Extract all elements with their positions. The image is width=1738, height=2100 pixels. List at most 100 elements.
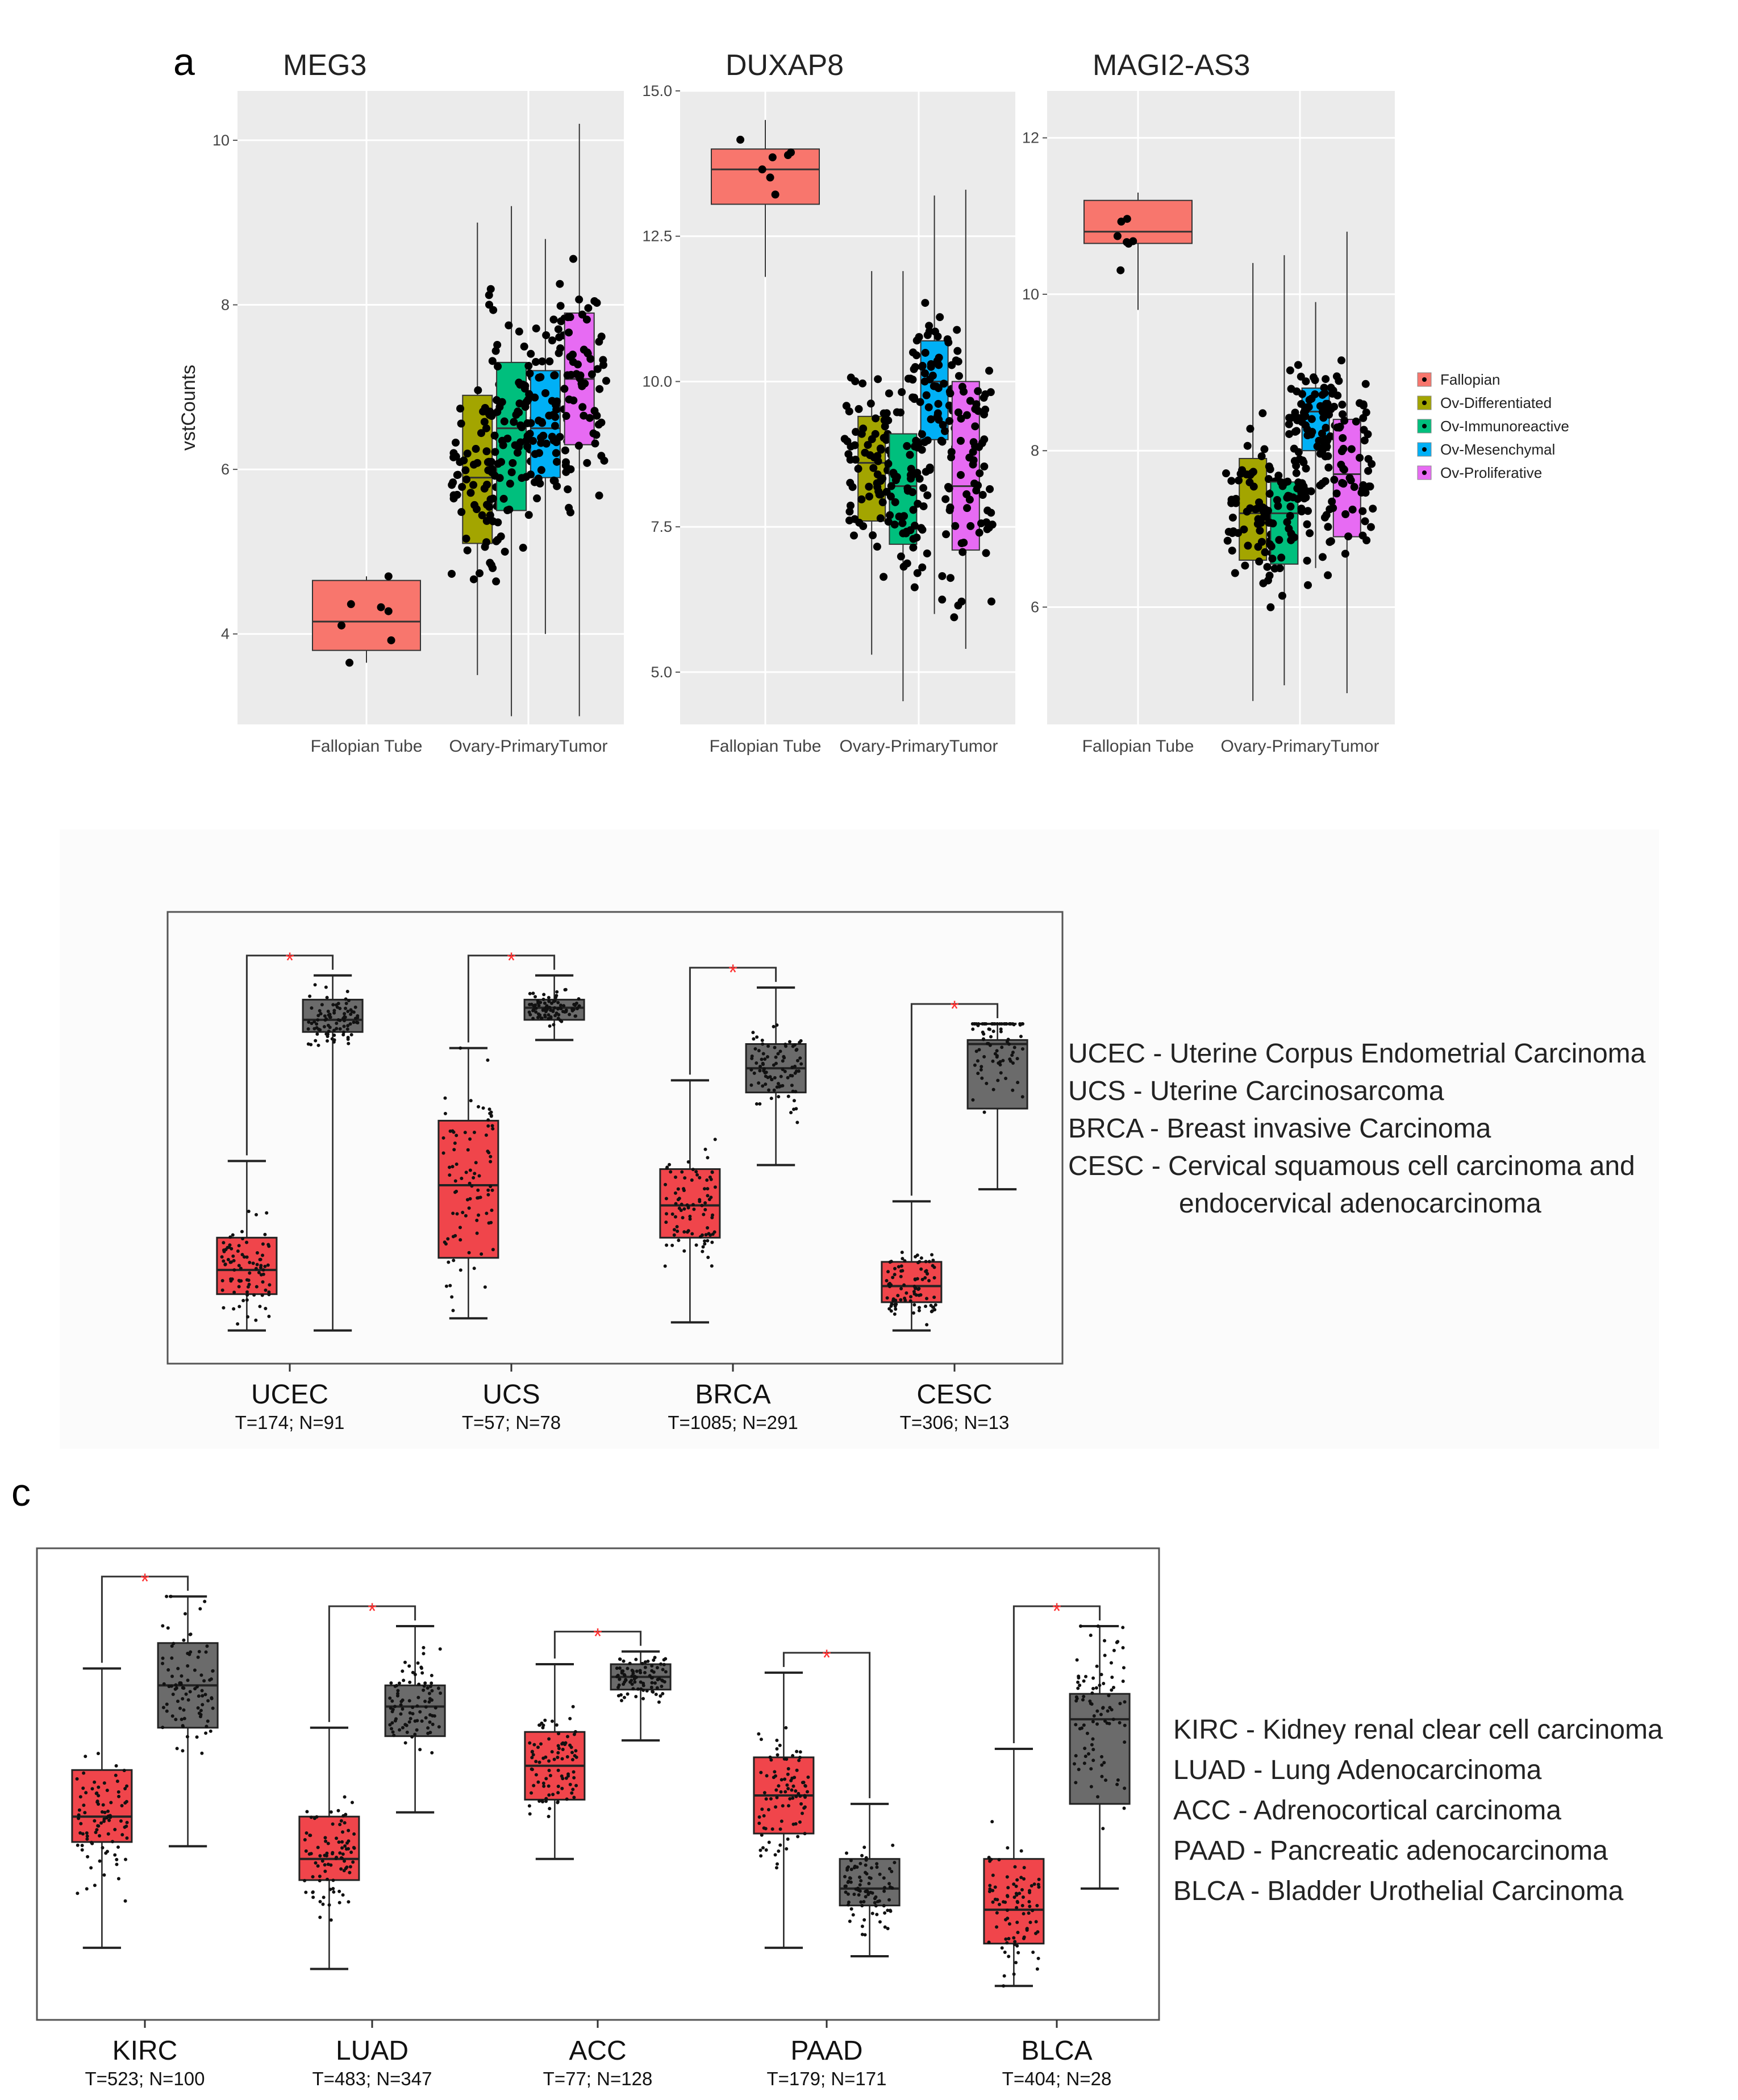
data-point (424, 1716, 428, 1720)
data-point (199, 1709, 203, 1713)
data-point (341, 1814, 345, 1818)
data-point (664, 1182, 668, 1186)
data-point (1006, 1916, 1010, 1920)
data-point (1341, 549, 1349, 558)
sample-counts: T=174; N=91 (235, 1412, 345, 1433)
data-point (377, 603, 385, 611)
data-point (1110, 1676, 1114, 1680)
data-point (777, 1849, 781, 1853)
data-point (906, 374, 915, 383)
data-point (556, 1768, 560, 1772)
data-point (781, 1068, 785, 1072)
data-point (186, 1678, 190, 1682)
data-point (1007, 1955, 1011, 1959)
data-point (1022, 1935, 1026, 1939)
data-point (1003, 1951, 1007, 1955)
data-point (1339, 444, 1348, 453)
data-point (650, 1681, 654, 1685)
data-point (890, 520, 899, 529)
data-point (99, 1821, 103, 1825)
panel-c-frame (36, 1547, 1160, 2021)
data-point (1080, 1726, 1084, 1730)
data-point (980, 463, 989, 471)
data-point (860, 1853, 864, 1857)
data-point (197, 1649, 201, 1653)
data-point (628, 1661, 632, 1665)
data-point (120, 1804, 124, 1808)
data-point (1030, 1884, 1033, 1888)
data-point (1278, 591, 1286, 600)
data-point (263, 1232, 267, 1236)
data-point (226, 1257, 230, 1261)
data-point (919, 484, 928, 492)
data-point (166, 1626, 170, 1630)
data-point (536, 1001, 540, 1005)
data-point (682, 1249, 686, 1253)
data-point (1332, 489, 1341, 498)
data-point (958, 548, 967, 556)
data-point (457, 419, 465, 428)
data-point (556, 1756, 560, 1760)
data-point (760, 1807, 764, 1811)
data-point (1302, 377, 1310, 386)
data-point (988, 1043, 992, 1047)
data-point (909, 543, 918, 552)
data-point (707, 1232, 711, 1236)
data-point (531, 1016, 535, 1020)
data-point (258, 1257, 262, 1261)
data-point (1078, 1684, 1082, 1688)
data-point (775, 1023, 779, 1027)
data-point (307, 1020, 311, 1024)
data-point (905, 1291, 908, 1295)
data-point (242, 1255, 246, 1259)
data-point (560, 1742, 564, 1746)
data-point (232, 1268, 236, 1272)
data-point (798, 1750, 802, 1754)
data-point (347, 1041, 351, 1045)
data-point (1118, 1721, 1122, 1725)
data-point (755, 1061, 758, 1065)
data-point (957, 597, 966, 606)
data-point (785, 1847, 789, 1851)
data-point (1020, 1888, 1024, 1892)
data-point (703, 1147, 707, 1151)
data-point (571, 1705, 575, 1709)
data-point (1283, 493, 1291, 502)
data-point (906, 451, 914, 459)
data-point (602, 377, 610, 385)
data-point (772, 1088, 776, 1092)
data-point (576, 1007, 580, 1011)
data-point (527, 1804, 531, 1808)
data-point (982, 1055, 986, 1059)
data-point (239, 1279, 243, 1283)
data-point (245, 1298, 249, 1302)
data-point (639, 1687, 643, 1691)
x-tick-label: PAAD (790, 2036, 862, 2066)
data-point (516, 438, 525, 447)
data-point (426, 1726, 430, 1730)
data-point (758, 1064, 762, 1068)
data-point (394, 1717, 398, 1721)
data-point (670, 1212, 674, 1216)
data-point (971, 1098, 975, 1102)
data-point (1019, 1849, 1023, 1853)
data-point (572, 1732, 576, 1736)
data-point (1101, 1706, 1105, 1710)
data-point (483, 1285, 487, 1289)
data-point (328, 1013, 332, 1016)
data-point (465, 1198, 469, 1202)
data-point (670, 1243, 674, 1247)
data-point (318, 1854, 322, 1858)
data-point (476, 569, 484, 577)
data-point (795, 1048, 799, 1052)
data-point (874, 1904, 878, 1908)
data-point (518, 423, 526, 431)
data-point (305, 1831, 309, 1835)
data-point (1096, 1795, 1100, 1799)
data-point (255, 1285, 259, 1289)
data-point (1012, 1882, 1016, 1886)
data-point (683, 1176, 687, 1180)
data-point (332, 1890, 336, 1894)
